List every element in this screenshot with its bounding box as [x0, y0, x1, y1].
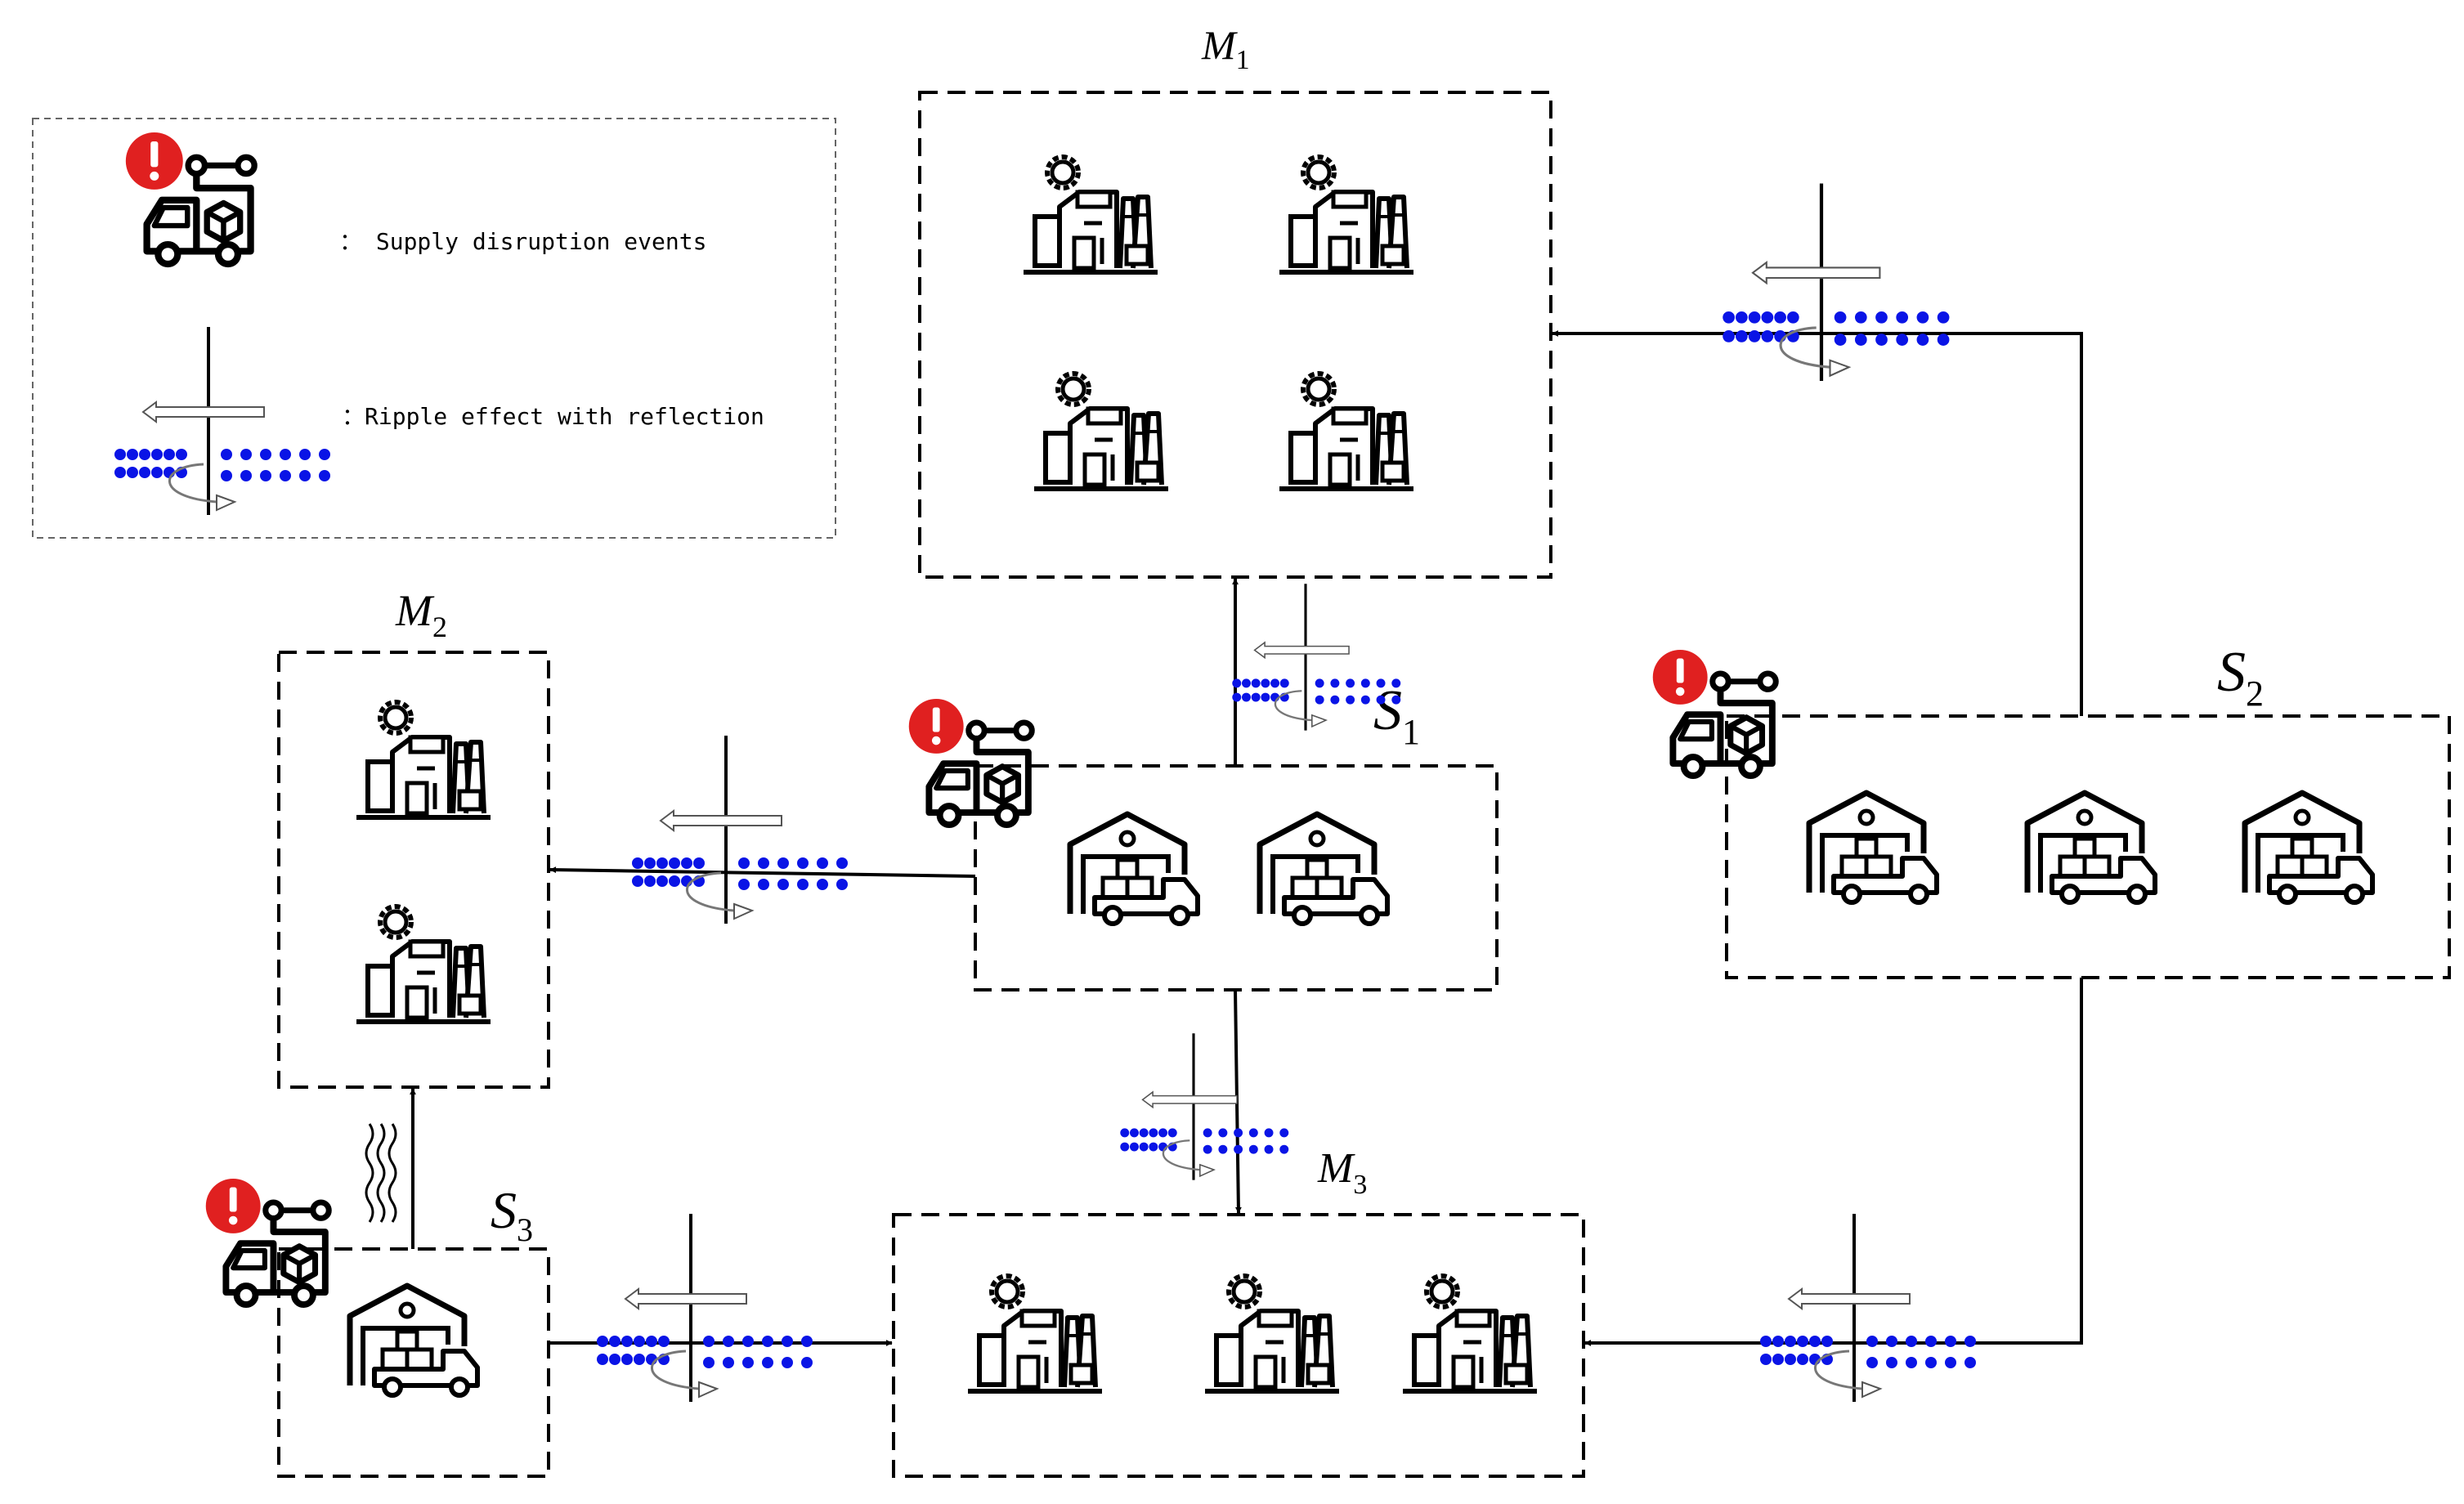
ripple-effect-icon — [630, 734, 849, 925]
node-m2: M2 — [277, 586, 550, 1089]
node-m3: M3 — [892, 1145, 1585, 1478]
ripple-effect-icon — [1723, 184, 1949, 382]
factory-icon — [356, 702, 491, 817]
node-s3: S3 — [206, 1179, 550, 1478]
factory-icon — [356, 906, 491, 1022]
supply-disruption-icon — [206, 1179, 329, 1305]
ripple-effect-icon — [1118, 1032, 1290, 1182]
s2-label: S2 — [2217, 641, 2264, 714]
ripple-effect-icon — [113, 325, 332, 517]
warehouse-icon — [1070, 814, 1198, 924]
factory-icon — [968, 1276, 1102, 1391]
factory-icon — [1279, 157, 1413, 272]
flow-arrows — [410, 330, 2083, 1346]
warehouse-icon — [1260, 814, 1387, 924]
m3-label: M3 — [1317, 1145, 1367, 1200]
s1-box — [974, 764, 1499, 991]
warehouse-icon — [2245, 793, 2372, 902]
factory-icon — [1403, 1276, 1537, 1391]
factory-icon — [1279, 374, 1413, 489]
warehouse-icon — [350, 1286, 477, 1395]
warehouse-icon — [2027, 793, 2155, 902]
warehouse-icon — [1809, 793, 1937, 902]
factory-icon — [1205, 1276, 1339, 1391]
m2-box — [277, 651, 550, 1089]
legend-disruption-text: ： Supply disruption events — [339, 228, 706, 255]
wavy-lines-icon — [365, 1123, 397, 1223]
node-s1: S1 — [909, 679, 1499, 991]
arrow-s2-to-m3 — [1584, 978, 2083, 1346]
legend-ripple-text: ：Ripple effect with reflection — [342, 403, 764, 430]
s2-box — [1725, 714, 2451, 979]
factory-icon — [1034, 374, 1168, 489]
node-s2: S2 — [1653, 641, 2451, 979]
ripple-effect-icon — [1758, 1212, 1978, 1403]
supply-disruption-icon — [909, 699, 1032, 825]
ripple-effect-icon — [595, 1212, 814, 1403]
factory-icon — [1024, 157, 1158, 272]
node-m1: M1 — [918, 22, 1552, 579]
m2-label: M2 — [395, 586, 447, 643]
s3-label: S3 — [491, 1181, 533, 1248]
supply-disruption-icon — [1653, 650, 1776, 776]
m3-box — [892, 1213, 1585, 1478]
arrow-s2-to-m1 — [1552, 330, 2083, 716]
arrow-s1-to-m2 — [549, 866, 976, 878]
supply-disruption-icon — [126, 132, 254, 264]
s1-label: S1 — [1373, 679, 1420, 752]
m1-box — [918, 91, 1552, 579]
m1-label: M1 — [1201, 22, 1250, 75]
legend-box — [32, 118, 836, 539]
legend: ： Supply disruption events ：Ripple effec… — [32, 118, 836, 539]
